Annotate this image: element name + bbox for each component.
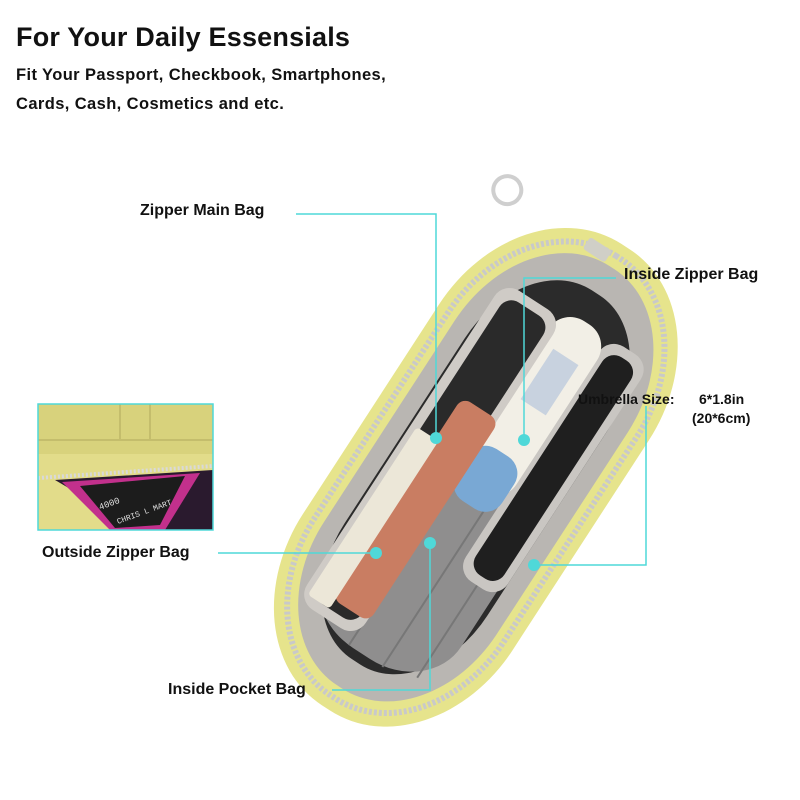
page-title: For Your Daily Essensials [16, 22, 351, 52]
callout-outside-zipper-bag: Outside Zipper Bag [42, 544, 190, 561]
callout-umbrella-size-cm: (20*6cm) [692, 410, 751, 426]
dot-inside-pocket-bag [424, 537, 436, 549]
dot-outside-zipper-bag [370, 547, 382, 559]
outside-pocket-inset [37, 403, 214, 531]
callout-umbrella-size-in: 6*1.8in [699, 391, 745, 407]
card [309, 428, 437, 608]
line-zipper-main-bag [296, 213, 437, 438]
dot-inside-zipper-bag [518, 434, 530, 446]
subtitle-line-2: Cards, Cash, Cosmetics and etc. [16, 95, 285, 113]
subtitle-line-1: Fit Your Passport, Checkbook, Smartphone… [16, 66, 387, 84]
line-inside-zipper-bag [523, 277, 616, 440]
callout-inside-zipper-bag: Inside Zipper Bag [624, 266, 759, 283]
line-umbrella [534, 406, 647, 566]
main-zipper [284, 238, 668, 717]
phone [335, 400, 496, 619]
dot-umbrella [528, 559, 540, 571]
callout-lines [218, 213, 647, 691]
bag-illustration [273, 174, 678, 727]
line-inside-pocket-bag [332, 543, 431, 691]
callout-inside-pocket-bag: Inside Pocket Bag [168, 681, 306, 698]
callout-zipper-main-bag: Zipper Main Bag [140, 202, 265, 219]
callout-dots [370, 432, 540, 571]
callout-umbrella-size-label: Umbrella Size: [578, 391, 675, 407]
strap-ring [491, 174, 524, 207]
dot-zipper-main-bag [430, 432, 442, 444]
